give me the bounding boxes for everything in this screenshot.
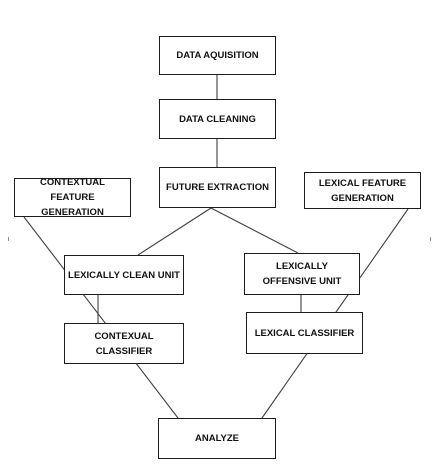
edge-extraction-to-clean-unit <box>137 207 212 256</box>
node-future-extraction: FUTURE EXTRACTION <box>159 167 276 208</box>
margin-tick-left <box>8 237 9 241</box>
edge-contextual-feature-to-analyze <box>23 216 179 419</box>
node-data-acquisition: DATA AQUISITION <box>159 36 276 75</box>
node-lexical-classifier: LEXICAL CLASSIFIER <box>246 312 363 354</box>
node-lexically-offensive-unit: LEXICALLY OFFENSIVE UNIT <box>244 253 360 295</box>
node-label: LEXICALLY CLEAN UNIT <box>68 269 180 281</box>
node-label: DATA AQUISITION <box>176 50 259 61</box>
node-label: LEXICALLY OFFENSIVE UNIT <box>262 261 342 287</box>
edge-extraction-to-offensive-unit <box>210 207 299 254</box>
node-label: LEXICAL CLASSIFIER <box>254 327 355 339</box>
node-label: ANALYZE <box>195 433 239 444</box>
node-label: FUTURE EXTRACTION <box>166 182 269 193</box>
margin-tick-right <box>430 237 431 241</box>
node-data-cleaning: DATA CLEANING <box>159 99 276 139</box>
node-contexual-classifier: CONTEXUAL CLASSIFIER <box>64 323 184 364</box>
node-label: CONTEXUAL CLASSIFIER <box>94 330 154 357</box>
node-lexical-feature-generation: LEXICAL FEATURE GENERATION <box>304 172 421 209</box>
node-label: DATA CLEANING <box>179 113 256 125</box>
node-label: CONTEXTUAL FEATURE GENERATION <box>40 177 105 218</box>
node-label: LEXICAL FEATURE GENERATION <box>318 177 407 204</box>
node-contextual-feature-generation: CONTEXTUAL FEATURE GENERATION <box>14 177 131 218</box>
node-lexically-clean-unit: LEXICALLY CLEAN UNIT <box>64 255 184 295</box>
node-analyze: ANALYZE <box>158 418 276 459</box>
